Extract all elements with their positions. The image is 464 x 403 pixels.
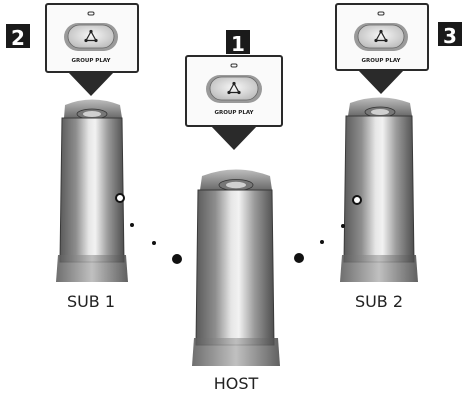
callout-label-host: GROUP PLAY: [214, 110, 254, 116]
connection-dots-left: [130, 223, 182, 264]
callout-sub2: GROUP PLAY: [335, 3, 429, 94]
callout-label-sub2: GROUP PLAY: [361, 58, 401, 64]
speaker-host: GROUP PLAY: [185, 55, 283, 366]
marker-host: 1: [226, 30, 250, 56]
marker-sub1: 2: [6, 24, 30, 50]
callout-host: GROUP PLAY: [185, 55, 283, 150]
connection-dots-right: [294, 224, 345, 263]
speaker-sub1: GROUP PLAY: [45, 3, 139, 282]
callout-label-sub1: GROUP PLAY: [71, 58, 111, 64]
group-play-icon: [227, 81, 241, 95]
caption-host: HOST: [213, 374, 259, 393]
speaker-sub2: GROUP PLAY: [335, 3, 429, 282]
callout-sub1: GROUP PLAY: [45, 3, 139, 96]
group-play-icon: [84, 29, 98, 43]
group-play-icon: [374, 29, 388, 43]
caption-sub1: SUB 1: [66, 292, 116, 311]
marker-sub2: 3: [438, 22, 462, 48]
caption-sub2: SUB 2: [354, 292, 404, 311]
